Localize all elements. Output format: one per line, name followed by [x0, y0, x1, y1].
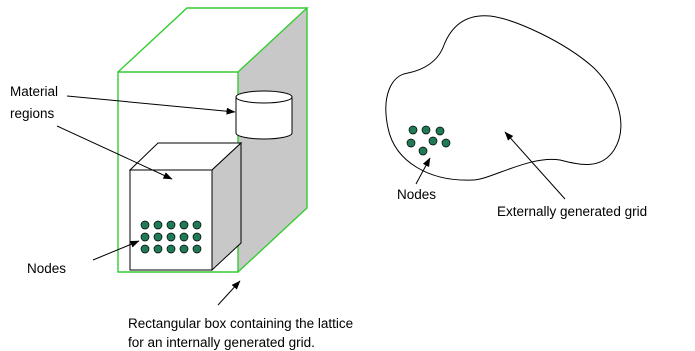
node-dot	[406, 138, 416, 148]
node-dot	[192, 232, 202, 242]
external-grid-outline	[385, 15, 622, 181]
cylinder-body	[235, 97, 293, 140]
node-dot	[153, 244, 163, 254]
node-dot	[166, 220, 176, 230]
leader-arrows	[56, 95, 566, 306]
node-dot	[153, 232, 163, 242]
material-regions-label-line2: regions	[10, 106, 55, 121]
nodes-label-left: Nodes	[27, 261, 66, 276]
arrow-external-grid	[504, 131, 566, 200]
node-dot	[166, 244, 176, 254]
node-dot	[153, 220, 163, 230]
cylinder-region	[235, 90, 293, 140]
node-dot	[441, 138, 451, 148]
arrow-nodes-right	[415, 157, 431, 185]
node-dot	[418, 146, 428, 156]
lattice-box-outline	[117, 7, 309, 273]
nodes-label-right: Nodes	[397, 187, 436, 202]
arrow-material-to-cube	[56, 125, 173, 180]
node-dot	[192, 244, 202, 254]
node-dot	[179, 232, 189, 242]
node-dot	[408, 125, 418, 135]
external-grid-label: Externally generated grid	[497, 204, 647, 219]
arrow-material-to-cylinder	[66, 95, 236, 115]
arrow-nodes-left	[92, 240, 140, 261]
lattice-caption-line2: for an internally generated grid.	[128, 335, 315, 350]
node-dot	[179, 220, 189, 230]
node-dot	[435, 126, 445, 136]
node-dot	[166, 232, 176, 242]
lattice-nodes	[140, 220, 202, 254]
node-dot	[140, 232, 150, 242]
inner-cube-region	[128, 141, 243, 272]
lattice-box-side-face	[238, 8, 307, 272]
material-regions-label-line1: Material	[10, 84, 58, 99]
node-dot	[192, 220, 202, 230]
lattice-box	[117, 7, 309, 273]
node-dot	[140, 220, 150, 230]
node-dot	[428, 136, 438, 146]
lattice-caption-line1: Rectangular box containing the lattice	[128, 316, 353, 331]
node-dot	[140, 244, 150, 254]
arrow-lattice-box	[217, 280, 241, 306]
node-dot	[179, 244, 189, 254]
cylinder-top	[235, 90, 293, 104]
node-dot	[421, 125, 431, 135]
inner-cube-front-face	[129, 169, 213, 271]
external-nodes	[406, 125, 451, 156]
